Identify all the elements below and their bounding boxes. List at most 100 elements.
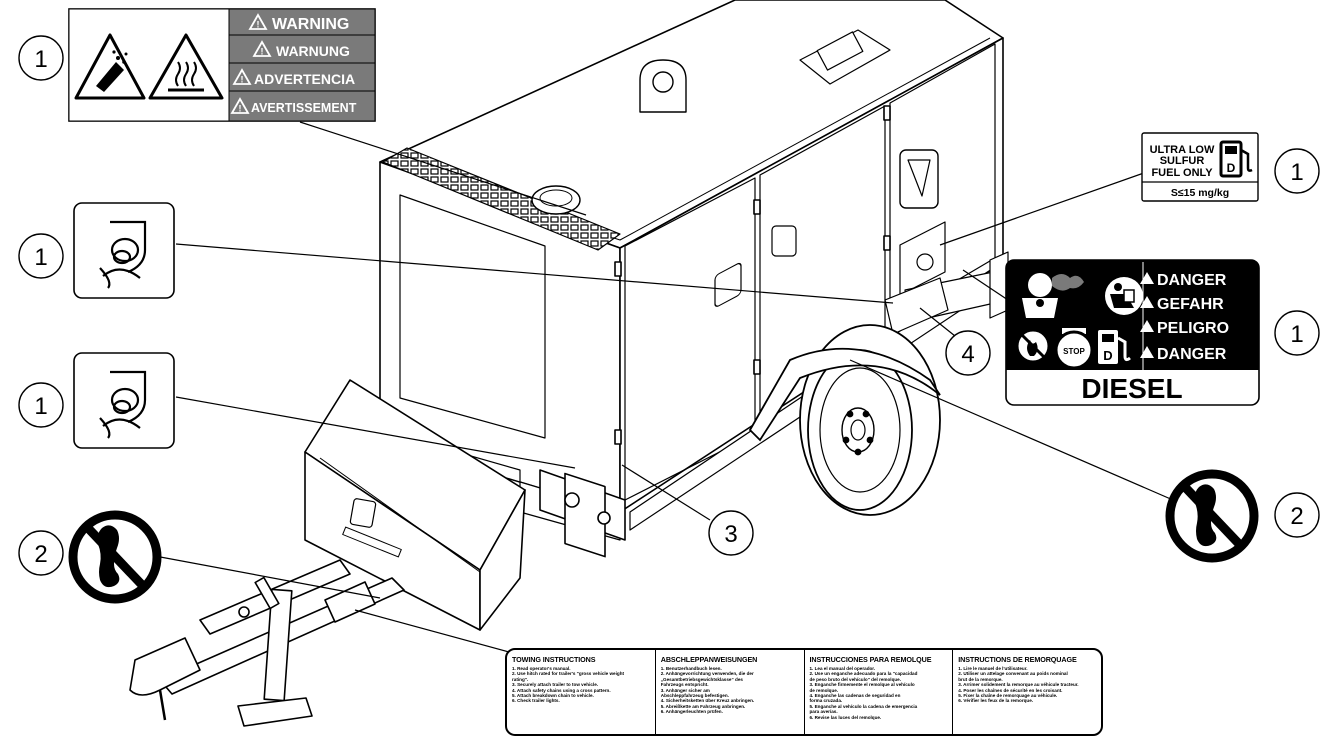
towing-step: 2. Use hitch rated for trailer's "gross …	[512, 671, 625, 677]
towing-step: 1. Read operator's manual.	[512, 666, 571, 671]
towing-title: ABSCHLEPPANWEISUNGEN	[660, 655, 758, 664]
towing-step: 3. Securely attach trailer to tow vehicl…	[512, 682, 599, 688]
svg-text:2: 2	[1290, 503, 1303, 530]
svg-text:STOP: STOP	[1063, 347, 1085, 356]
danger-en-text: DANGER	[1157, 272, 1227, 289]
towing-step: 5. Fixer la chaîne de remorquage au véhi…	[958, 693, 1058, 699]
warning-signal-words: ! WARNING ! WARNUNG ! ADVERTENCIA ! AVER…	[228, 8, 376, 122]
no-open-flame-icon	[1015, 328, 1051, 364]
tool-box	[304, 379, 526, 631]
fuel-label-spec: S≤15 mg/kg	[1171, 187, 1229, 199]
towing-step: de peso bruto del vehículo" del remolque…	[809, 676, 902, 682]
towing-step: „Gesamtbetriebsgewichtsklasse“ des	[660, 676, 743, 682]
towing-step: 6. Anhängerleuchten prüfen.	[660, 709, 723, 715]
towing-step: para averías.	[809, 709, 838, 715]
danger-diesel-decal: STOP D DANGER GEFAHR PELIGRO DANGER DIES…	[1005, 259, 1260, 406]
danger-de-text: GEFAHR	[1157, 296, 1224, 313]
warning-decal: ! WARNING ! WARNUNG ! ADVERTENCIA ! AVER…	[68, 8, 376, 122]
no-step-icon	[1165, 469, 1259, 563]
hose-hazard-decal-upper	[73, 202, 175, 299]
svg-text:1: 1	[34, 46, 47, 73]
towing-step: Abschleppfahrzeug befestigen.	[660, 693, 729, 699]
towing-step: 3. Anhänger sicher am	[660, 687, 710, 693]
towing-instructions-es: INSTRUCCIONES PARA REMOLQUE 1. Lea el ma…	[805, 650, 954, 734]
fuel-pump-icon: D	[1219, 140, 1253, 178]
fuel-label-line-1: ULTRA LOW	[1150, 144, 1215, 156]
callout-3: 3	[708, 510, 754, 556]
towing-title: TOWING INSTRUCTIONS	[512, 655, 596, 664]
coiled-hose-icon	[99, 370, 147, 439]
danger-es-text: PELIGRO	[1157, 320, 1229, 337]
towing-step: 1. Lea el manual del operador.	[809, 666, 876, 671]
towing-step: forma cruzada.	[809, 698, 843, 704]
towing-step: 4. Enganche las cadenas de seguridad en	[809, 693, 901, 699]
towing-instructions-fr: INSTRUCTIONS DE REMORQUAGE 1. Lire le ma…	[953, 650, 1101, 734]
alert-triangle-icon: !	[248, 13, 268, 30]
svg-text:1: 1	[1290, 159, 1303, 186]
towing-step: 1. Benutzerhandbuch lesen.	[660, 666, 722, 671]
callout-2-no-step-right: 2	[1274, 492, 1320, 538]
towing-step: 5. Enganche al vehículo la cadena de eme…	[809, 703, 918, 709]
svg-text:2: 2	[34, 541, 47, 568]
svg-text:1: 1	[34, 393, 47, 420]
svg-text:D: D	[1103, 348, 1112, 363]
svg-text:4: 4	[961, 341, 974, 368]
towing-step: 4. Sicherheitsketten über Kreuz anbringe…	[660, 698, 755, 704]
leader-lines	[154, 121, 1174, 656]
svg-text:!: !	[241, 75, 244, 85]
fuel-label-line-3: FUEL ONLY	[1151, 167, 1213, 179]
callout-2-no-step-left: 2	[18, 530, 64, 576]
warning-es-text: ADVERTENCIA	[254, 71, 355, 87]
towing-step: 6. Vérifier les feux de la remorque.	[958, 698, 1034, 704]
towing-step: 3. Enganche firmemente el remolque al ve…	[809, 682, 915, 688]
alert-triangle-icon: !	[230, 97, 250, 114]
towing-step: 2. Utiliser un attelage convenant au poi…	[958, 671, 1068, 677]
towing-step: Fahrzeugs entspricht.	[660, 682, 709, 688]
trailer-wheel	[748, 324, 941, 516]
towing-step: 4. Poser les chaînes de sécurité en les …	[958, 687, 1063, 693]
svg-text:!: !	[239, 104, 242, 114]
towing-step: 1. Lire le manuel de l'utilisateur.	[958, 666, 1028, 671]
svg-text:3: 3	[724, 521, 737, 548]
towing-step: 6. Check trailer lights.	[512, 698, 560, 704]
callout-1-warning-label: 1	[18, 35, 64, 81]
fuel-pump-icon: D	[1098, 330, 1131, 364]
read-manual-icon	[1105, 277, 1143, 315]
warning-fr-text: AVERTISSEMENT	[251, 101, 357, 115]
callout-1-hose-label-lower: 1	[18, 382, 64, 428]
hose-hazard-decal-lower	[73, 352, 175, 449]
pressure-spray-hazard-icon	[74, 33, 146, 100]
warning-en-text: WARNING	[272, 16, 349, 33]
fuel-decal: ULTRA LOW SULFUR FUEL ONLY S≤15 mg/kg D	[1141, 132, 1259, 202]
towing-step: 2. Use un enganche adecuado para la "cap…	[809, 671, 918, 677]
alert-triangle-icon: !	[232, 68, 252, 85]
callout-1-danger-label: 1	[1274, 310, 1320, 356]
hot-surface-hazard-icon	[148, 33, 224, 100]
callout-4: 4	[945, 330, 991, 376]
towing-instructions-de: ABSCHLEPPANWEISUNGEN 1. Benutzerhandbuch…	[656, 650, 805, 734]
towing-instructions-en: TOWING INSTRUCTIONS 1. Read operator's m…	[507, 650, 656, 734]
towing-step: rating".	[512, 676, 529, 682]
towing-step: 5. Attach breakdown chain to vehicle.	[512, 693, 594, 699]
towing-step: 4. Attach safety chains using a cross pa…	[512, 687, 611, 693]
towing-step: brut de la remorque.	[958, 676, 1003, 682]
towing-title: INSTRUCCIONES PARA REMOLQUE	[809, 655, 932, 664]
svg-text:!: !	[257, 20, 260, 30]
towing-step: de remolque.	[809, 687, 839, 693]
stop-engine-icon: STOP	[1054, 328, 1094, 370]
svg-text:D: D	[1227, 161, 1236, 175]
svg-text:1: 1	[1290, 321, 1303, 348]
towing-step: 3. Arrimer solidement la remorque au véh…	[958, 682, 1079, 688]
diesel-text: DIESEL	[1081, 373, 1182, 404]
towing-title: INSTRUCTIONS DE REMORQUAGE	[958, 655, 1077, 664]
towing-step: 5. Abreißkette am Fahrzeug anbringen.	[660, 703, 746, 709]
towing-instructions-decal: TOWING INSTRUCTIONS 1. Read operator's m…	[505, 648, 1103, 736]
toxic-fumes-icon	[1022, 273, 1084, 318]
callout-1-fuel-label: 1	[1274, 148, 1320, 194]
fuel-label-line-2: SULFUR	[1160, 155, 1205, 167]
coiled-hose-icon	[99, 220, 147, 289]
svg-text:1: 1	[34, 244, 47, 271]
towing-step: 6. Revise las luces del remolque.	[809, 714, 882, 720]
warning-de-text: WARNUNG	[276, 43, 350, 59]
